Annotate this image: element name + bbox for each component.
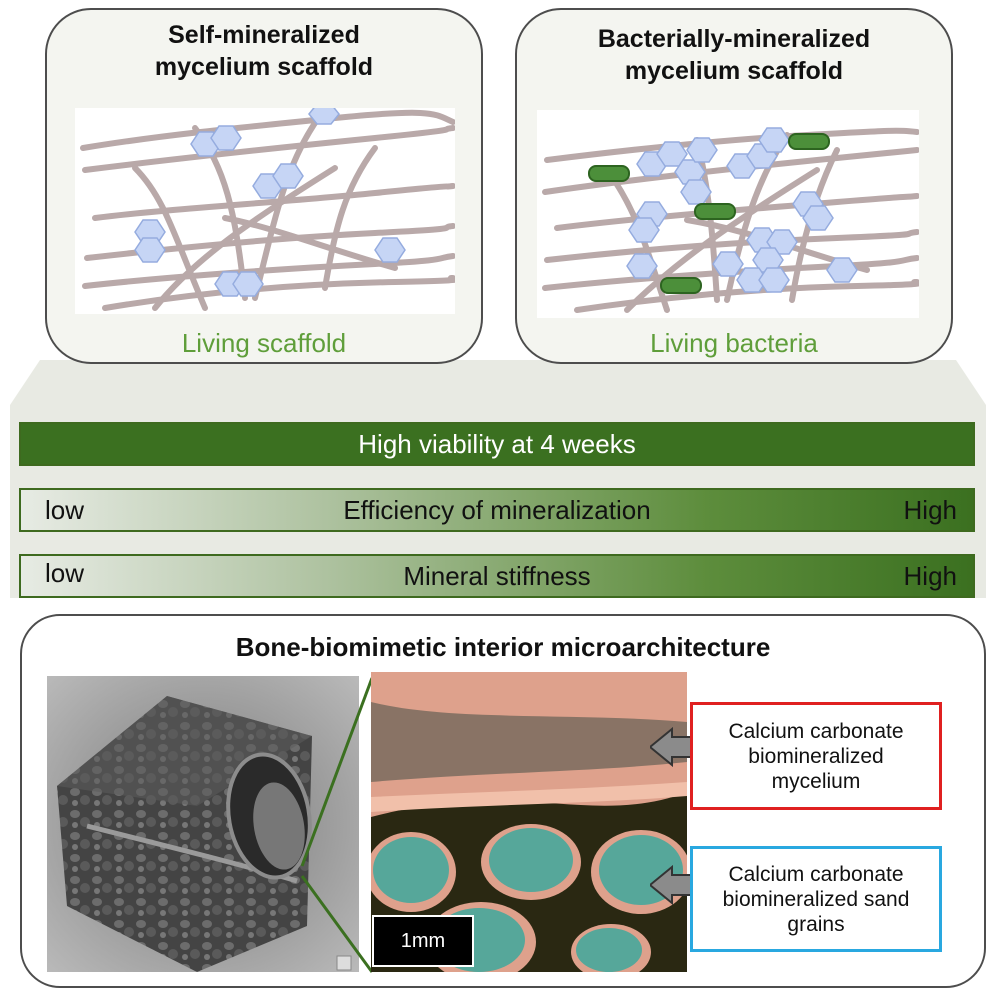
efficiency-high-label: High [903,494,957,525]
microarchitecture-title: Bone-biomimetic interior microarchitectu… [235,632,771,662]
callout-line3: mycelium [771,769,861,793]
callout-line2: biomineralized sand [722,887,910,911]
self-mineralized-illustration [75,108,455,314]
callout-line2: biomineralized [748,744,884,768]
stiffness-label: Mineral stiffness [403,560,591,591]
callout-line3: grains [787,912,845,936]
panel-title-line1: Bacterially-mineralized [597,25,871,53]
efficiency-low-label: low [45,494,85,525]
self-mineralized-panel: Self-mineralized mycelium scaffold [45,8,483,364]
callout-biomineralized-sand-grains: Calcium carbonate biomineralized sand gr… [690,846,942,952]
viability-label: High viability at 4 weeks [358,428,636,459]
living-scaffold-caption: Living scaffold [181,328,347,358]
zoom-connector-lines [300,677,374,973]
stiffness-high-label: High [903,560,957,591]
panel-title-line2: mycelium scaffold [624,57,844,85]
callout-line1: Calcium carbonate [728,862,904,886]
callout-line1: Calcium carbonate [728,719,904,743]
bacterially-mineralized-panel: Bacterially-mineralized mycelium scaffol… [515,8,953,364]
living-bacteria-caption: Living bacteria [650,328,818,358]
stiffness-bar: low Mineral stiffness High [19,554,975,598]
viability-bar: High viability at 4 weeks [19,422,975,466]
efficiency-bar: low Efficiency of mineralization High [19,488,975,532]
bacterially-mineralized-illustration [537,110,919,318]
panel-title-line1: Self-mineralized [168,21,360,49]
stiffness-low-label: low [45,558,85,588]
panel-title-line2: mycelium scaffold [154,53,374,81]
efficiency-label: Efficiency of mineralization [343,494,651,525]
scale-bar: 1mm [372,915,474,967]
callout-biomineralized-mycelium: Calcium carbonate biomineralized myceliu… [690,702,942,810]
micro-ct-scan-image [47,676,359,972]
